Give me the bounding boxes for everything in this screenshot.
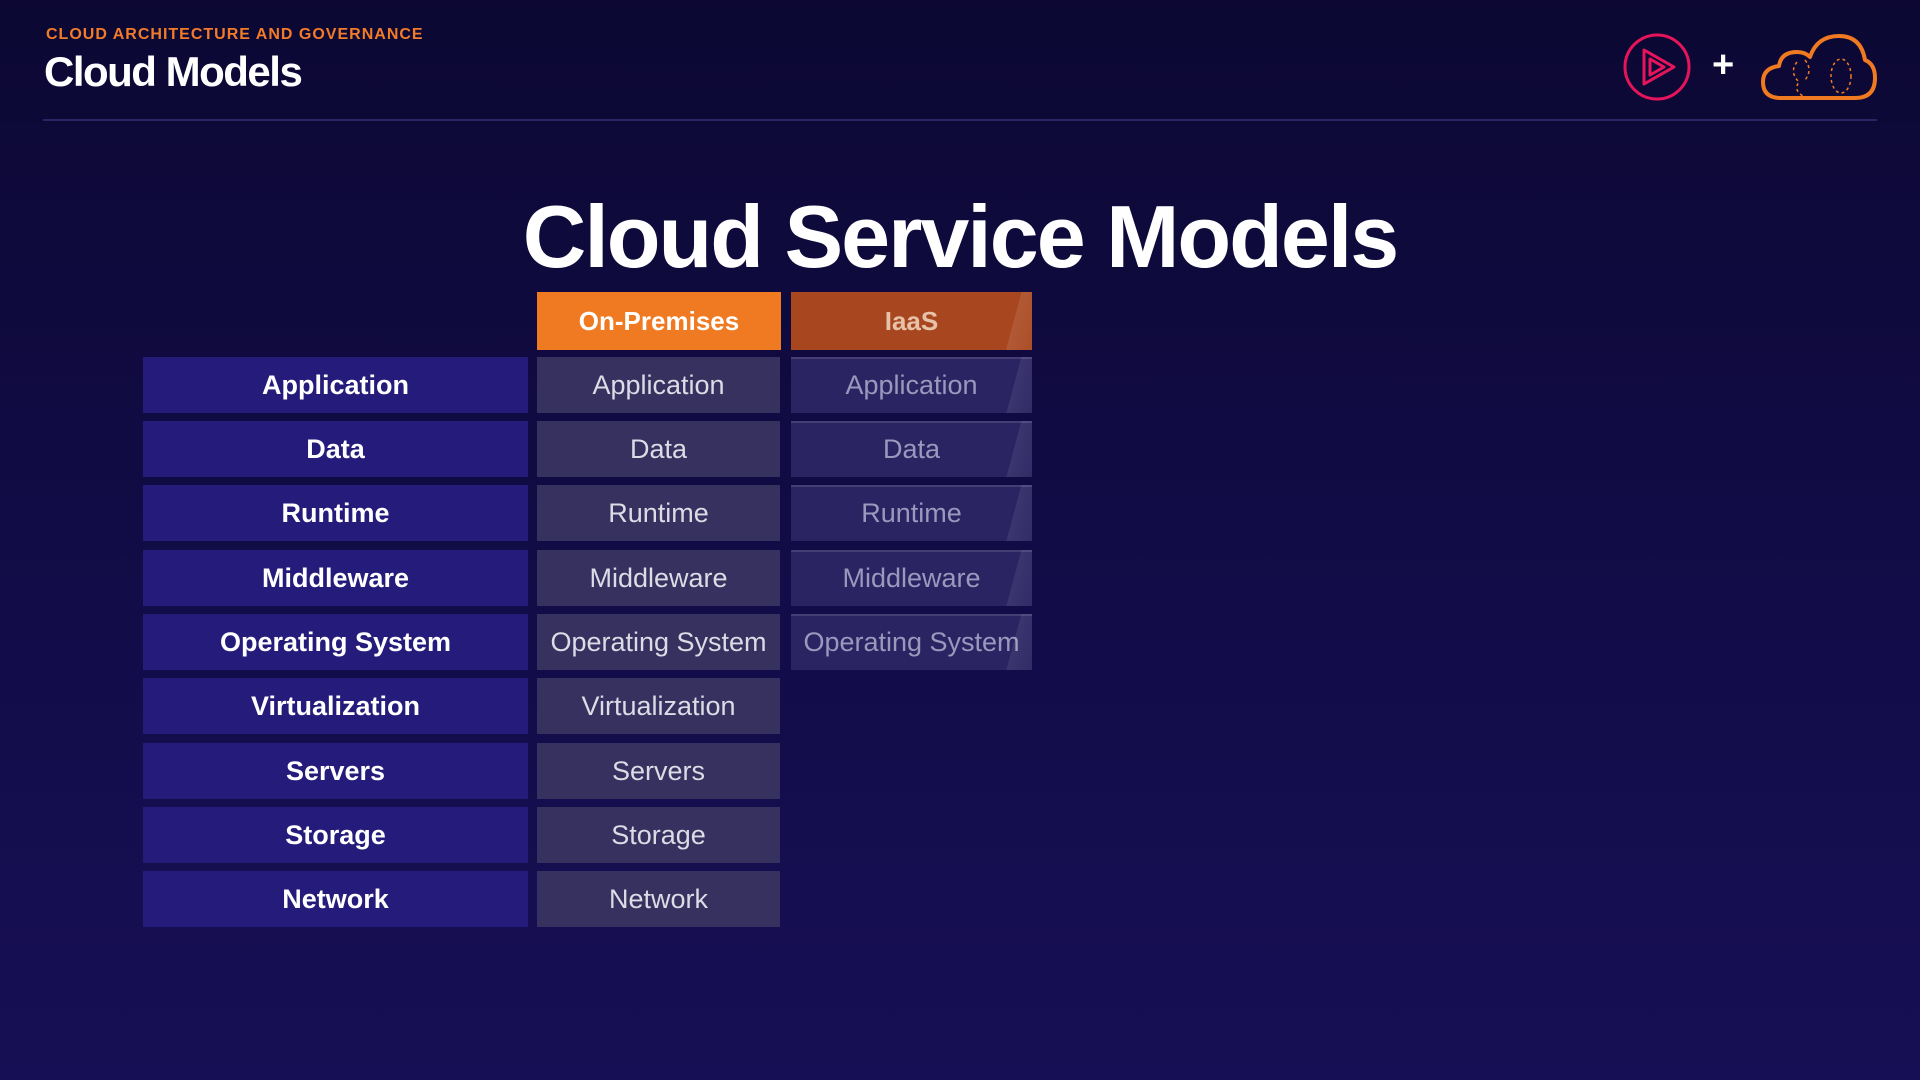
row-label: Data xyxy=(143,421,528,477)
cloud-icon xyxy=(1761,34,1877,100)
iaas-cell: Operating System xyxy=(791,614,1032,670)
header-divider xyxy=(43,119,1877,121)
on-premises-cell: Operating System xyxy=(537,614,780,670)
iaas-cell-label: Runtime xyxy=(861,497,962,528)
iaas-cell-label: Data xyxy=(882,433,941,464)
row-label: Operating System xyxy=(143,614,528,670)
on-premises-cell: Network xyxy=(537,871,780,927)
slide-title: Cloud Service Models xyxy=(522,187,1399,286)
plus-icon: + xyxy=(1712,44,1735,86)
row-label: Storage xyxy=(143,807,528,863)
on-premises-cell: Data xyxy=(537,421,780,477)
on-premises-cell: Runtime xyxy=(537,485,780,541)
column-header-iaas: IaaS xyxy=(791,292,1032,350)
row-label: Network xyxy=(143,871,528,927)
column-header-on-premises: On-Premises xyxy=(537,292,781,350)
iaas-cell: Application xyxy=(791,357,1032,413)
row-label: Runtime xyxy=(143,485,528,541)
row-label: Servers xyxy=(143,743,528,799)
iaas-cell: Runtime xyxy=(791,485,1032,541)
row-label: Middleware xyxy=(143,550,528,606)
iaas-cell-label: Middleware xyxy=(842,562,981,593)
row-label: Application xyxy=(143,357,528,413)
on-premises-cell: Virtualization xyxy=(537,678,780,734)
course-kicker: CLOUD ARCHITECTURE AND GOVERNANCE xyxy=(46,26,424,43)
section-title: Cloud Models xyxy=(44,48,303,95)
row-label: Virtualization xyxy=(143,678,528,734)
pluralsight-play-icon xyxy=(1623,33,1691,101)
iaas-cell-label: Application xyxy=(845,369,978,400)
on-premises-cell: Storage xyxy=(537,807,780,863)
logo-group: + xyxy=(1622,30,1877,102)
iaas-cell: Data xyxy=(791,421,1032,477)
on-premises-cell: Servers xyxy=(537,743,780,799)
on-premises-cell: Application xyxy=(537,357,780,413)
on-premises-cell: Middleware xyxy=(537,550,780,606)
iaas-cell-label: Operating System xyxy=(803,626,1020,657)
iaas-cell: Middleware xyxy=(791,550,1032,606)
